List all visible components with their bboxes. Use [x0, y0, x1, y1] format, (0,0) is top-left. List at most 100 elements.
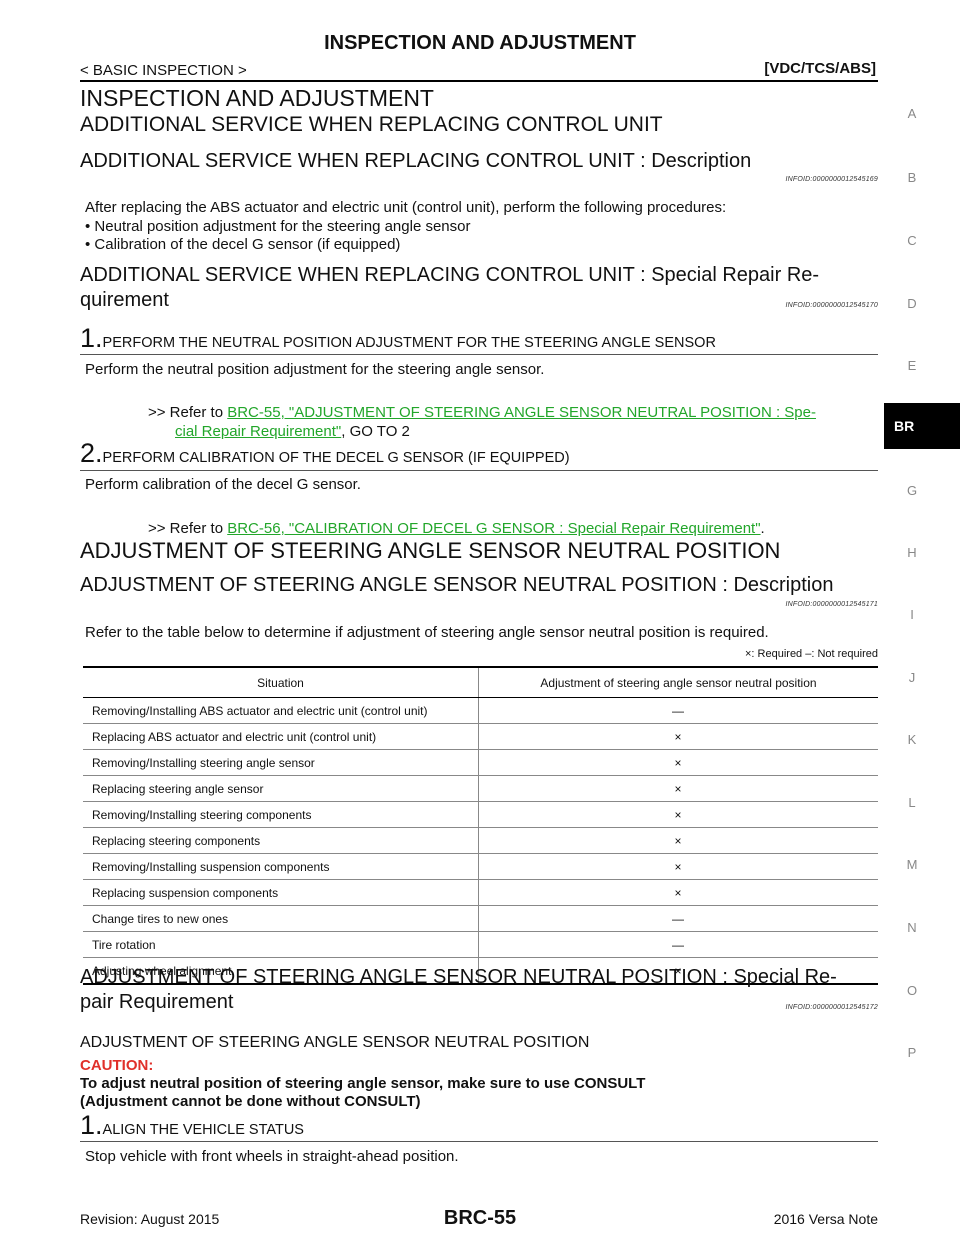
reference-line: >> Refer to BRC-55, "ADJUSTMENT OF STEER…: [148, 403, 816, 422]
table-row: Adjusting wheel alignment×: [83, 957, 878, 985]
page-title: INSPECTION AND ADJUSTMENT: [80, 85, 434, 111]
side-index-p[interactable]: P: [907, 1045, 917, 1060]
table-row: Removing/Installing suspension component…: [83, 853, 878, 880]
info-id: INFOID:0000000012545172: [785, 1004, 878, 1011]
reference-line: >> Refer to BRC-56, "CALIBRATION OF DECE…: [148, 519, 765, 538]
step-body: Perform the neutral position adjustment …: [85, 361, 545, 378]
bullet-text: Neutral position adjustment for the stee…: [94, 218, 471, 235]
situation-cell: Replacing suspension components: [83, 879, 479, 906]
bullet-item: • Neutral position adjustment for the st…: [85, 218, 471, 235]
section-heading: ADDITIONAL SERVICE WHEN REPLACING CONTRO…: [80, 113, 663, 136]
situation-cell: Adjusting wheel alignment: [83, 957, 479, 985]
section-heading: ADJUSTMENT OF STEERING ANGLE SENSOR NEUT…: [80, 538, 781, 563]
required-cell: —: [478, 905, 878, 932]
reference-link[interactable]: BRC-56, "CALIBRATION OF DECEL G SENSOR :…: [227, 520, 761, 537]
side-index-g[interactable]: G: [906, 483, 918, 498]
situation-cell: Replacing steering angle sensor: [83, 775, 479, 802]
table-legend: ×: Required –: Not required: [745, 648, 878, 660]
table-intro: Refer to the table below to determine if…: [85, 624, 769, 641]
procedure-subheading: ADJUSTMENT OF STEERING ANGLE SENSOR NEUT…: [80, 1034, 590, 1051]
table-row: Replacing steering angle sensor×: [83, 775, 878, 802]
table-row: Removing/Installing ABS actuator and ele…: [83, 697, 878, 724]
column-header: Adjustment of steering angle sensor neut…: [478, 666, 878, 698]
side-index-n[interactable]: N: [907, 920, 917, 935]
step-heading: 1.PERFORM THE NEUTRAL POSITION ADJUSTMEN…: [80, 323, 716, 354]
step-divider: [80, 470, 878, 471]
required-cell: ×: [478, 723, 878, 750]
column-header: Situation: [83, 666, 479, 698]
step-title: PERFORM THE NEUTRAL POSITION ADJUSTMENT …: [102, 335, 716, 351]
topic-heading: ADJUSTMENT OF STEERING ANGLE SENSOR NEUT…: [80, 574, 834, 596]
required-cell: ×: [478, 853, 878, 880]
situation-cell: Tire rotation: [83, 931, 479, 958]
table-row: Replacing steering components×: [83, 827, 878, 854]
table-row: Tire rotation—: [83, 931, 878, 958]
bullet-item: • Calibration of the decel G sensor (if …: [85, 236, 401, 253]
required-cell: ×: [478, 827, 878, 854]
side-index-m[interactable]: M: [906, 857, 918, 872]
system-tag: [VDC/TCS/ABS]: [764, 60, 876, 77]
side-index-i[interactable]: I: [910, 607, 914, 622]
reference-prefix: >> Refer to: [148, 404, 228, 421]
reference-link-cont[interactable]: cial Repair Requirement": [175, 423, 342, 440]
side-index-br-active[interactable]: BR: [884, 403, 960, 449]
step-divider: [80, 354, 878, 355]
adjustment-table: Situation Adjustment of steering angle s…: [83, 666, 878, 985]
table-row: Change tires to new ones—: [83, 905, 878, 932]
table-row: Removing/Installing steering angle senso…: [83, 749, 878, 776]
reference-suffix: .: [760, 520, 765, 537]
caution-text: To adjust neutral position of steering a…: [80, 1075, 646, 1092]
situation-cell: Removing/Installing steering components: [83, 801, 479, 828]
step-heading: 2.PERFORM CALIBRATION OF THE DECEL G SEN…: [80, 438, 570, 469]
topic-heading-cont: pair Requirement: [80, 991, 234, 1013]
table-row: Replacing suspension components×: [83, 879, 878, 906]
situation-cell: Removing/Installing steering angle senso…: [83, 749, 479, 776]
side-index-l[interactable]: L: [908, 795, 916, 810]
situation-cell: Replacing ABS actuator and electric unit…: [83, 723, 479, 750]
situation-cell: Replacing steering components: [83, 827, 479, 854]
reference-line-cont: cial Repair Requirement", GO TO 2: [175, 422, 410, 441]
reference-suffix: , GO TO 2: [341, 423, 410, 440]
topic-heading: ADDITIONAL SERVICE WHEN REPLACING CONTRO…: [80, 264, 820, 286]
info-id: INFOID:0000000012545170: [785, 302, 878, 309]
step-number: 1.: [80, 323, 103, 353]
reference-link[interactable]: BRC-55, "ADJUSTMENT OF STEERING ANGLE SE…: [227, 404, 816, 421]
table-row: Replacing ABS actuator and electric unit…: [83, 723, 878, 750]
step-number: 1.: [80, 1110, 103, 1140]
situation-cell: Change tires to new ones: [83, 905, 479, 932]
step-body: Perform calibration of the decel G senso…: [85, 476, 361, 493]
side-index-b[interactable]: B: [907, 170, 917, 185]
required-cell: —: [478, 697, 878, 724]
caution-label: CAUTION:: [80, 1057, 154, 1074]
intro-text: After replacing the ABS actuator and ele…: [85, 199, 727, 216]
revision-date: Revision: August 2015: [80, 1211, 220, 1227]
info-id: INFOID:0000000012545171: [785, 601, 878, 608]
step-heading: 1.ALIGN THE VEHICLE STATUS: [80, 1110, 304, 1141]
page-header-title: INSPECTION AND ADJUSTMENT: [324, 32, 636, 54]
situation-cell: Removing/Installing ABS actuator and ele…: [83, 697, 479, 724]
step-number: 2.: [80, 438, 103, 468]
topic-heading-cont: quirement: [80, 289, 169, 311]
required-cell: ×: [478, 749, 878, 776]
side-index-o[interactable]: O: [906, 983, 918, 998]
table-row: Removing/Installing steering components×: [83, 801, 878, 828]
header-divider: [80, 80, 878, 82]
side-index-c[interactable]: C: [907, 233, 917, 248]
required-cell: ×: [478, 879, 878, 906]
topic-heading: ADDITIONAL SERVICE WHEN REPLACING CONTRO…: [80, 150, 752, 172]
side-index-e[interactable]: E: [907, 358, 917, 373]
page-number: BRC-55: [443, 1207, 517, 1229]
model-name: 2016 Versa Note: [773, 1211, 878, 1227]
step-divider: [80, 1141, 878, 1142]
info-id: INFOID:0000000012545169: [785, 176, 878, 183]
step-title: ALIGN THE VEHICLE STATUS: [102, 1122, 304, 1138]
side-index-k[interactable]: K: [907, 732, 917, 747]
bullet-text: Calibration of the decel G sensor (if eq…: [94, 236, 401, 253]
side-index-d[interactable]: D: [907, 296, 917, 311]
required-cell: ×: [478, 775, 878, 802]
caution-text: (Adjustment cannot be done without CONSU…: [80, 1093, 421, 1110]
side-index-h[interactable]: H: [907, 545, 917, 560]
side-index-a[interactable]: A: [907, 106, 917, 121]
step-body: Stop vehicle with front wheels in straig…: [85, 1148, 459, 1165]
side-index-j[interactable]: J: [908, 670, 916, 685]
